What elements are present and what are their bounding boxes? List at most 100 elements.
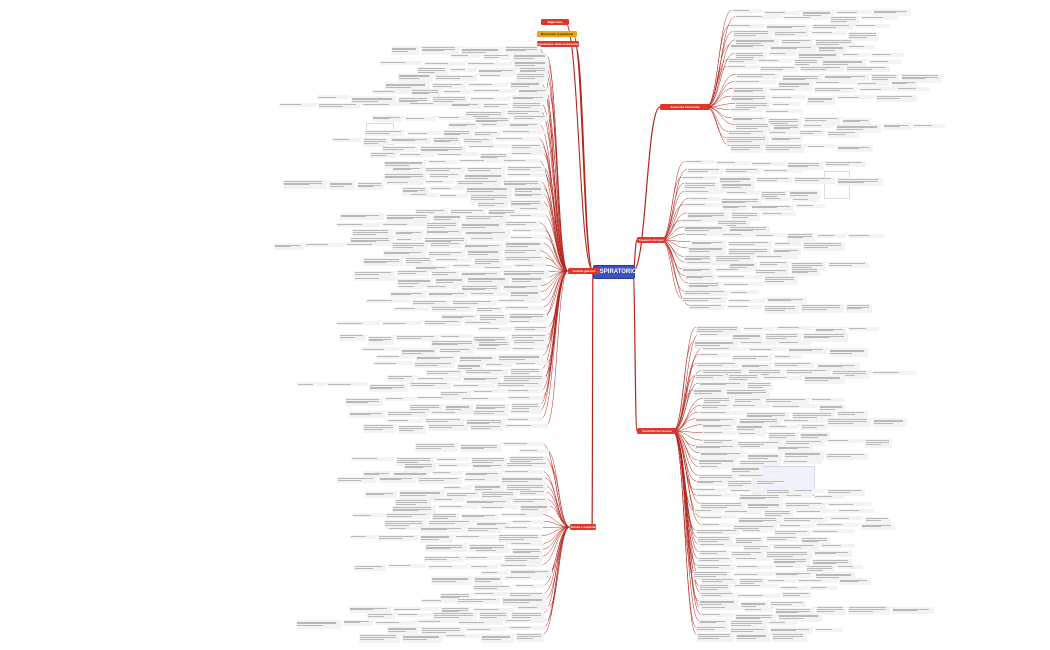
leaf-node[interactable] [698, 550, 730, 557]
leaf-node[interactable] [384, 172, 427, 182]
leaf-node[interactable] [426, 222, 459, 231]
leaf-node[interactable] [738, 444, 776, 449]
leaf-node[interactable] [440, 606, 472, 616]
leaf-node[interactable] [736, 633, 770, 643]
leaf-node[interactable] [432, 96, 469, 105]
leaf-node[interactable] [765, 536, 800, 543]
leaf-node[interactable] [734, 557, 771, 562]
leaf-node[interactable] [345, 397, 384, 407]
leaf-node[interactable] [731, 333, 764, 343]
leaf-node[interactable] [816, 363, 860, 370]
leaf-node[interactable] [810, 398, 846, 402]
leaf-node[interactable] [411, 299, 450, 307]
branch-8[interactable]: Volumi e capacità [570, 524, 596, 530]
leaf-node[interactable] [440, 592, 472, 602]
leaf-node[interactable] [718, 176, 754, 186]
leaf-node[interactable] [305, 243, 344, 248]
leaf-node[interactable] [693, 388, 725, 397]
leaf-node[interactable] [394, 306, 429, 311]
leaf-node[interactable] [508, 122, 541, 129]
leaf-node[interactable] [472, 409, 509, 417]
leaf-node[interactable] [770, 45, 816, 52]
leaf-node[interactable] [836, 411, 868, 418]
leaf-node[interactable] [770, 95, 805, 100]
leaf-node[interactable] [386, 626, 420, 636]
leaf-node[interactable] [767, 424, 800, 429]
leaf-node[interactable] [801, 423, 828, 430]
leaf-node[interactable] [466, 418, 506, 428]
leaf-node[interactable] [760, 65, 799, 73]
leaf-node[interactable] [750, 204, 795, 211]
leaf-node[interactable] [729, 107, 764, 112]
leaf-node[interactable] [296, 620, 341, 630]
leaf-node[interactable] [457, 597, 500, 605]
leaf-node[interactable] [845, 303, 873, 313]
leaf-node[interactable] [393, 607, 439, 612]
leaf-node[interactable] [473, 89, 517, 94]
leaf-node[interactable] [765, 144, 805, 153]
branch-7[interactable]: Controllo del respiro [637, 428, 677, 434]
leaf-node[interactable] [806, 96, 836, 106]
leaf-node[interactable] [380, 60, 422, 65]
leaf-node[interactable] [463, 173, 505, 183]
leaf-node[interactable] [457, 179, 502, 187]
leaf-node[interactable] [391, 46, 420, 56]
leaf-node[interactable] [835, 124, 882, 134]
leaf-node[interactable] [696, 479, 726, 486]
leaf-node[interactable] [409, 193, 438, 198]
leaf-node[interactable] [498, 534, 542, 543]
leaf-node[interactable] [511, 547, 544, 557]
leaf-node[interactable] [368, 383, 409, 393]
leaf-node[interactable] [461, 47, 503, 57]
leaf-node[interactable] [778, 613, 823, 623]
leaf-node[interactable] [462, 376, 502, 383]
leaf-node[interactable] [387, 564, 426, 569]
leaf-node[interactable] [395, 237, 423, 242]
leaf-node[interactable] [693, 340, 738, 350]
leaf-node[interactable] [731, 551, 765, 558]
leaf-node[interactable] [842, 52, 870, 57]
leaf-node[interactable] [729, 619, 766, 629]
leaf-node[interactable] [806, 564, 835, 574]
leaf-node[interactable] [694, 487, 728, 492]
leaf-node[interactable] [345, 242, 391, 247]
leaf-node[interactable] [476, 201, 508, 209]
leaf-node[interactable] [736, 564, 774, 569]
leaf-node[interactable] [777, 326, 814, 331]
leaf-node[interactable] [784, 493, 813, 498]
leaf-node[interactable] [362, 347, 399, 352]
leaf-node[interactable] [746, 381, 774, 391]
leaf-node[interactable] [826, 489, 866, 496]
leaf-node[interactable] [504, 256, 545, 263]
leaf-node[interactable] [755, 479, 787, 487]
leaf-node[interactable] [481, 505, 518, 510]
central-topic[interactable]: RESPIRATORIO [591, 265, 637, 279]
leaf-node[interactable] [685, 274, 716, 281]
leaf-node[interactable] [504, 220, 541, 228]
leaf-node[interactable] [769, 627, 814, 634]
leaf-node[interactable] [797, 52, 841, 61]
leaf-node[interactable] [414, 265, 450, 272]
leaf-node[interactable] [693, 571, 731, 580]
leaf-node[interactable] [349, 606, 392, 613]
leaf-node[interactable] [510, 611, 545, 621]
leaf-node[interactable] [699, 619, 728, 626]
leaf-node[interactable] [741, 528, 773, 533]
leaf-node[interactable] [738, 474, 778, 479]
leaf-node[interactable] [684, 289, 728, 297]
leaf-node[interactable] [378, 476, 417, 483]
leaf-node[interactable] [725, 190, 760, 195]
leaf-node[interactable] [774, 354, 802, 359]
leaf-node[interactable] [700, 591, 736, 599]
leaf-node[interactable] [729, 488, 764, 493]
leaf-node[interactable] [871, 52, 905, 57]
leaf-node[interactable] [478, 340, 512, 350]
leaf-node[interactable] [474, 403, 509, 413]
leaf-node[interactable] [510, 402, 542, 412]
leaf-node[interactable] [780, 38, 814, 46]
leaf-node[interactable] [799, 432, 830, 442]
leaf-node[interactable] [777, 341, 811, 345]
leaf-node[interactable] [856, 81, 889, 86]
leaf-node[interactable] [512, 497, 549, 505]
leaf-node[interactable] [684, 181, 719, 191]
